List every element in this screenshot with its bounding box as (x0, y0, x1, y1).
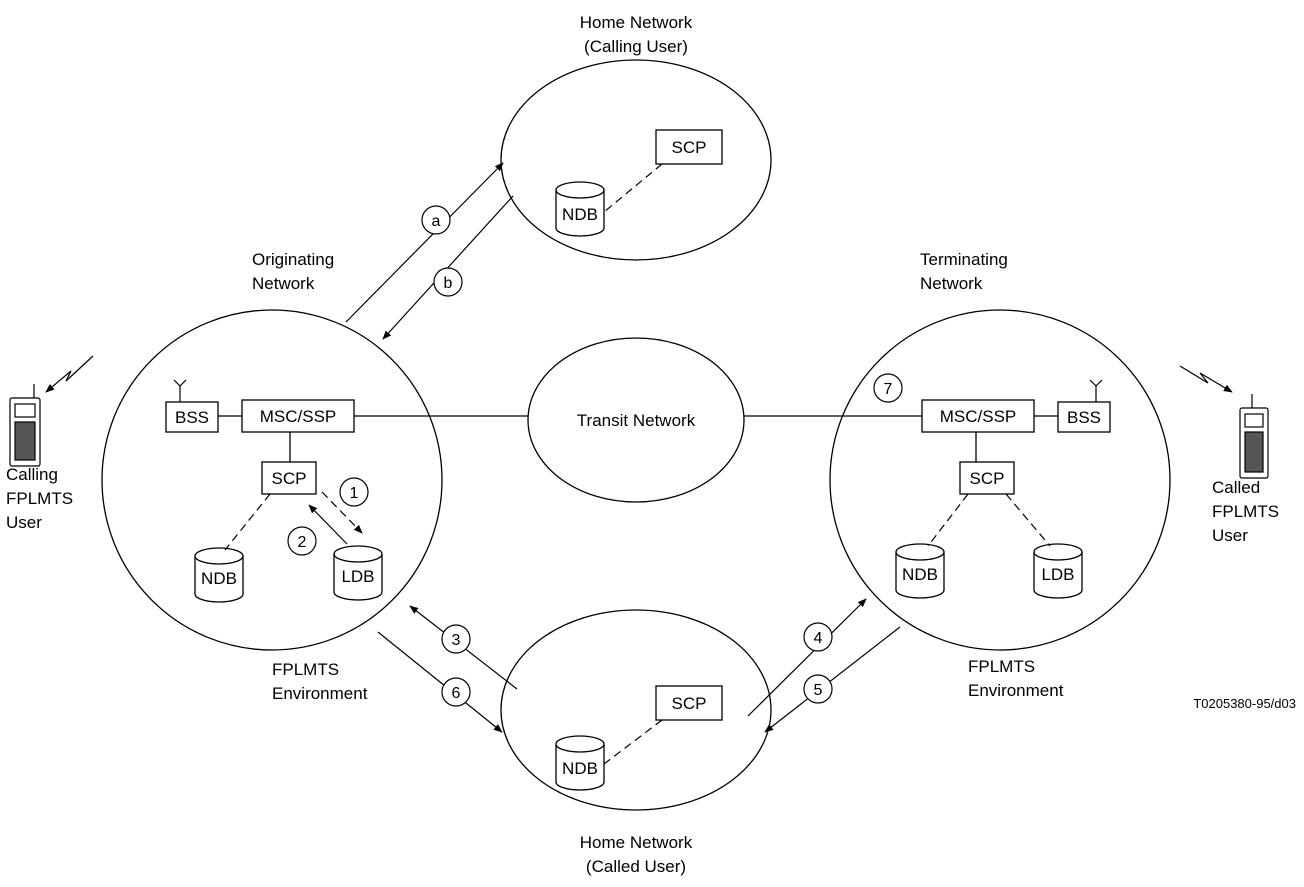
arrow-a (345, 162, 504, 323)
mobile-phone-icon (9, 384, 41, 467)
svg-text:SCP: SCP (970, 469, 1005, 488)
svg-text:3: 3 (452, 632, 461, 649)
step-marker-5: 5 (803, 674, 833, 704)
svg-text:FPLMTS: FPLMTS (968, 657, 1035, 676)
trunk-lines (218, 415, 1058, 462)
svg-text:FPLMTS: FPLMTS (6, 489, 73, 508)
step-marker-6: 6 (441, 677, 471, 707)
scp-ndb-link-left (224, 493, 271, 551)
scp-ndb-link-home-calling (603, 163, 663, 213)
svg-text:Environment: Environment (272, 684, 368, 703)
step-marker-a: a (421, 205, 451, 235)
step-marker-b: b (433, 267, 463, 297)
ndb-database-home-calling: NDB (555, 181, 605, 237)
svg-text:b: b (444, 275, 453, 292)
svg-text:SCP: SCP (672, 138, 707, 157)
msc-ssp-node-right: MSC/SSP (921, 399, 1035, 433)
originating-network-label: Originating Network (252, 250, 334, 293)
ndb-database-right: NDB (895, 543, 945, 599)
antenna-icon (173, 379, 187, 402)
svg-text:MSC/SSP: MSC/SSP (940, 407, 1017, 426)
svg-text:BSS: BSS (175, 408, 209, 427)
svg-text:NDB: NDB (902, 565, 938, 584)
svg-text:NDB: NDB (562, 759, 598, 778)
terminating-network-label: Terminating Network (920, 250, 1008, 293)
home-network-calling-label: Home Network (Calling User) (580, 13, 693, 56)
arrow-5 (764, 626, 901, 733)
mobile-phone-icon (1239, 394, 1269, 479)
step-marker-7: 7 (873, 373, 903, 403)
svg-text:User: User (6, 513, 42, 532)
svg-text:Network: Network (252, 274, 315, 293)
transit-network-ellipse (527, 337, 745, 503)
response-arrow-2 (308, 504, 348, 545)
radio-link-icon (45, 355, 94, 393)
figure-id: T0205380-95/d03 (1193, 696, 1296, 711)
svg-text:FPLMTS: FPLMTS (1212, 502, 1279, 521)
svg-text:FPLMTS: FPLMTS (272, 660, 339, 679)
called-user-label: Called FPLMTS User (1212, 478, 1279, 545)
env-right-label: FPLMTS Environment (968, 657, 1064, 700)
scp-ldb-link-right (1005, 493, 1051, 547)
terminating-network-circle (829, 309, 1171, 651)
svg-text:Originating: Originating (252, 250, 334, 269)
svg-text:SCP: SCP (272, 469, 307, 488)
svg-text:MSC/SSP: MSC/SSP (260, 407, 337, 426)
radio-link-icon (1179, 365, 1233, 393)
svg-text:1: 1 (350, 485, 359, 502)
step-marker-1: 1 (339, 477, 369, 507)
transit-network-label: Transit Network (577, 411, 696, 430)
ldb-database-right: LDB (1033, 543, 1083, 599)
svg-text:Home Network: Home Network (580, 13, 693, 32)
svg-text:a: a (432, 213, 441, 230)
svg-text:2: 2 (298, 534, 307, 551)
scp-node-home-calling: SCP (655, 129, 723, 165)
svg-text:LDB: LDB (341, 567, 374, 586)
antenna-icon (1089, 379, 1103, 402)
step-marker-2: 2 (287, 526, 317, 556)
scp-node-left: SCP (261, 461, 317, 495)
svg-text:Environment: Environment (968, 681, 1064, 700)
calling-user-label: Calling FPLMTS User (6, 465, 73, 532)
home-network-called-ellipse (500, 609, 772, 811)
svg-text:SCP: SCP (672, 694, 707, 713)
svg-text:User: User (1212, 526, 1248, 545)
svg-text:BSS: BSS (1067, 408, 1101, 427)
svg-text:4: 4 (814, 630, 823, 647)
svg-text:(Calling User): (Calling User) (584, 37, 688, 56)
svg-text:Calling: Calling (6, 465, 58, 484)
arrow-4 (747, 598, 867, 717)
svg-text:Network: Network (920, 274, 983, 293)
ldb-database-left: LDB (333, 545, 383, 601)
bss-node-right: BSS (1057, 401, 1111, 433)
scp-node-right: SCP (959, 461, 1015, 495)
svg-text:Called: Called (1212, 478, 1260, 497)
svg-text:7: 7 (884, 381, 893, 398)
step-marker-3: 3 (441, 624, 471, 654)
step-marker-4: 4 (803, 622, 833, 652)
home-network-called-label: Home Network (Called User) (580, 833, 693, 876)
scp-ndb-link-home-called (603, 719, 663, 765)
svg-text:NDB: NDB (201, 569, 237, 588)
svg-text:6: 6 (452, 685, 461, 702)
bss-node-left: BSS (165, 401, 219, 433)
query-arrow-1 (321, 491, 363, 534)
ndb-database-home-called: NDB (555, 735, 605, 791)
svg-text:5: 5 (814, 682, 823, 699)
msc-ssp-node-left: MSC/SSP (241, 399, 355, 433)
env-left-label: FPLMTS Environment (272, 660, 368, 703)
svg-text:NDB: NDB (562, 205, 598, 224)
home-network-calling-ellipse (500, 59, 772, 261)
svg-text:(Called User): (Called User) (586, 857, 686, 876)
svg-text:Home Network: Home Network (580, 833, 693, 852)
originating-network-circle (101, 309, 443, 651)
svg-text:LDB: LDB (1041, 565, 1074, 584)
ndb-database-left: NDB (194, 547, 244, 603)
arrow-6 (377, 631, 503, 733)
svg-text:Terminating: Terminating (920, 250, 1008, 269)
scp-ndb-link-right (927, 493, 969, 547)
scp-node-home-called: SCP (655, 685, 723, 721)
